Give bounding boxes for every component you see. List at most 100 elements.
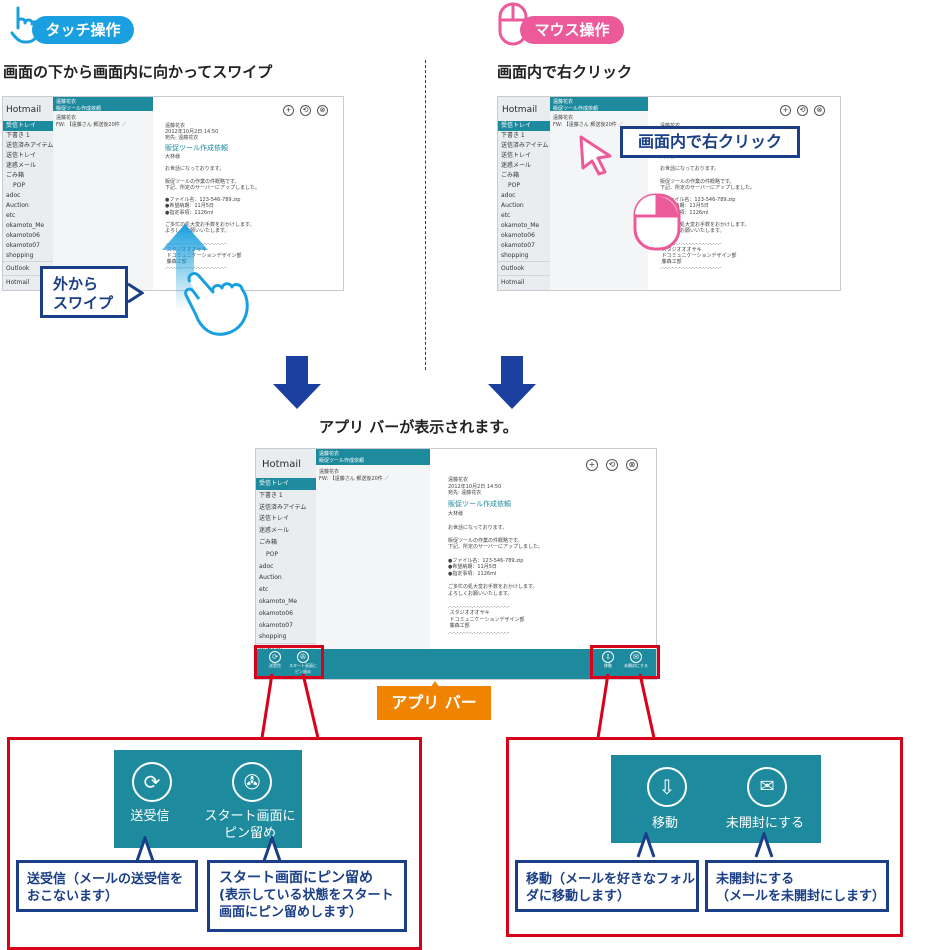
sidebar-item[interactable]: okamoto06 xyxy=(501,232,535,239)
sidebar-item[interactable]: okamoto_Me xyxy=(259,597,298,605)
sidebar-item[interactable]: okamoto06 xyxy=(259,609,293,617)
delete-icon[interactable]: ⊗ xyxy=(814,105,825,116)
body-line: 販促ツールの作業の件概略です。 xyxy=(448,537,523,544)
sidebar-item[interactable]: 迷惑メール xyxy=(259,527,290,535)
sidebar-item[interactable]: etc xyxy=(259,586,269,594)
callout-pointer xyxy=(262,833,282,862)
body-line: ●ファイル名：123-546-789.zip xyxy=(165,197,241,204)
sidebar-item[interactable]: adoc xyxy=(259,562,274,570)
sidebar-item[interactable]: 下書き 1 xyxy=(259,491,283,499)
pin-label: スタート画面にピン留め xyxy=(204,809,296,841)
pin-to-start-button[interactable]: ✇ スタート画面に ピン留め xyxy=(289,651,317,674)
sidebar-item[interactable]: adoc xyxy=(6,192,21,199)
sidebar-item[interactable]: okamoto07 xyxy=(6,242,40,249)
sidebar-item[interactable]: 受信トレイ xyxy=(498,121,550,131)
sidebar-item[interactable]: ごみ箱 xyxy=(259,538,278,546)
sidebar-item[interactable]: ごみ箱 xyxy=(6,172,25,179)
sidebar-item[interactable]: 送信トレイ xyxy=(501,152,532,159)
sidebar-item[interactable]: Auction xyxy=(501,202,524,209)
right-detail-box xyxy=(506,737,903,937)
move-label: 移動 xyxy=(651,816,678,831)
list-item[interactable]: 遠藤花衣販促ツール作成依頼 xyxy=(53,97,153,112)
body-line: .-.-.-.-.-.-.-.-.-.-.-.-.-.-.-.-.-.- xyxy=(165,265,227,272)
move-button[interactable]: ⇩ 移動 xyxy=(602,651,614,668)
sidebar-item[interactable]: adoc xyxy=(501,192,516,199)
body-line: 藤森工部 xyxy=(660,259,682,266)
new-icon[interactable]: + xyxy=(283,105,294,116)
body-line: ご多忙の処大変お手数をおかけします。 xyxy=(448,583,538,590)
brand: Hotmail xyxy=(6,105,42,115)
mouse-badge: マウス操作 xyxy=(520,16,624,44)
folder-pane: Hotmail 受信トレイ下書き 1 送信済みアイテム送信トレイ迷惑メールごみ箱 P… xyxy=(3,97,53,290)
sidebar-item[interactable]: etc xyxy=(501,212,511,219)
sidebar-item[interactable]: okamoto07 xyxy=(259,621,293,629)
mark-unread-button[interactable]: ✉ 未開封にする xyxy=(623,651,649,668)
list-item[interactable]: 遠藤花衣販促ツール作成依頼 xyxy=(316,449,430,465)
body-line: 下記、所定のサーバーにアップしました。 xyxy=(165,184,260,191)
sync-icon: ⟳ xyxy=(132,762,172,802)
sidebar-item[interactable]: 下書き 1 xyxy=(6,132,30,139)
account-item[interactable]: Outlook xyxy=(3,261,53,275)
sidebar-item[interactable]: 送信済みアイテム xyxy=(6,142,54,149)
sidebar-item[interactable]: 受信トレイ xyxy=(3,121,53,131)
body-line: よろしくお願いいたします。 xyxy=(448,590,513,597)
right-appbar-highlight xyxy=(590,645,660,679)
right-appbar-zoom: ⇩ 移動 ✉ 未開封にする xyxy=(611,755,821,843)
sidebar-item[interactable]: 送信済みアイテム xyxy=(501,142,549,149)
callout-pointer xyxy=(135,833,155,862)
sidebar-item[interactable]: shopping xyxy=(259,633,287,641)
sidebar-item[interactable]: etc xyxy=(6,212,16,219)
sidebar-item[interactable]: 迷惑メール xyxy=(6,162,37,169)
reply-icon[interactable]: ⟲ xyxy=(300,105,311,116)
sidebar-item[interactable]: okamoto07 xyxy=(501,242,535,249)
cursor-icon xyxy=(578,134,614,176)
list-item[interactable]: 遠藤花衣販促ツール作成依頼 xyxy=(550,97,648,112)
reply-icon[interactable]: ⟲ xyxy=(606,459,618,471)
new-icon[interactable]: + xyxy=(780,105,791,116)
envelope-icon: ✉ xyxy=(747,767,787,807)
appbar-label: アプリ バー xyxy=(377,686,491,720)
sidebar-item[interactable]: okamoto_Me xyxy=(501,222,540,229)
body-line: .-.-.-.-.-.-.-.-.-.-.-.-.-.-.-.-.-.- xyxy=(448,603,510,610)
account-item[interactable]: Outlook xyxy=(498,261,550,275)
sidebar-item[interactable]: 迷惑メール xyxy=(501,162,532,169)
delete-icon[interactable]: ⊗ xyxy=(626,459,638,471)
sidebar-item[interactable]: shopping xyxy=(6,252,34,259)
new-icon[interactable]: + xyxy=(586,459,598,471)
body-line: ●希望納期：11月5日 xyxy=(660,203,709,210)
sidebar-item[interactable]: POP xyxy=(13,182,25,189)
body-line: ●ファイル名：123-546-789.zip xyxy=(660,197,736,204)
callout-pointer xyxy=(636,829,656,858)
sidebar-item[interactable]: POP xyxy=(508,182,520,189)
sidebar-item[interactable]: ごみ箱 xyxy=(501,172,520,179)
sidebar-item[interactable]: 送信トレイ xyxy=(259,515,290,523)
sync-button[interactable]: ⟳ 送受信 xyxy=(269,651,281,668)
sidebar-item[interactable]: 送信済みアイテム xyxy=(259,503,307,511)
sidebar-item[interactable]: Auction xyxy=(259,574,282,582)
sidebar-item[interactable]: okamoto_Me xyxy=(6,222,45,229)
right-click-mouse-icon xyxy=(632,192,682,252)
sidebar-item[interactable]: shopping xyxy=(501,252,529,259)
move-icon: ⇩ xyxy=(647,767,687,807)
sidebar-item[interactable]: 受信トレイ xyxy=(256,478,316,490)
account-item[interactable]: Hotmail xyxy=(3,275,53,289)
body-line xyxy=(448,518,656,525)
account-item[interactable]: Hotmail xyxy=(498,275,550,289)
pointing-hand-icon xyxy=(180,262,264,344)
body-line: よろしくお願いいたします。 xyxy=(165,228,230,235)
body-line: ●ファイル名：123-546-789.zip xyxy=(448,557,524,564)
delete-icon[interactable]: ⊗ xyxy=(317,105,328,116)
sidebar-item[interactable]: okamoto06 xyxy=(6,232,40,239)
body-line xyxy=(448,577,656,584)
sidebar-item[interactable]: POP xyxy=(266,550,278,558)
mouse-mail-window: Hotmail 受信トレイ下書き 1 送信済みアイテム送信トレイ迷惑メールごみ箱 P… xyxy=(497,96,841,291)
sidebar-item[interactable]: Auction xyxy=(6,202,29,209)
reply-icon[interactable]: ⟲ xyxy=(797,105,808,116)
sidebar-item[interactable]: 下書き 1 xyxy=(501,132,525,139)
sidebar-item[interactable]: 送信トレイ xyxy=(6,152,37,159)
